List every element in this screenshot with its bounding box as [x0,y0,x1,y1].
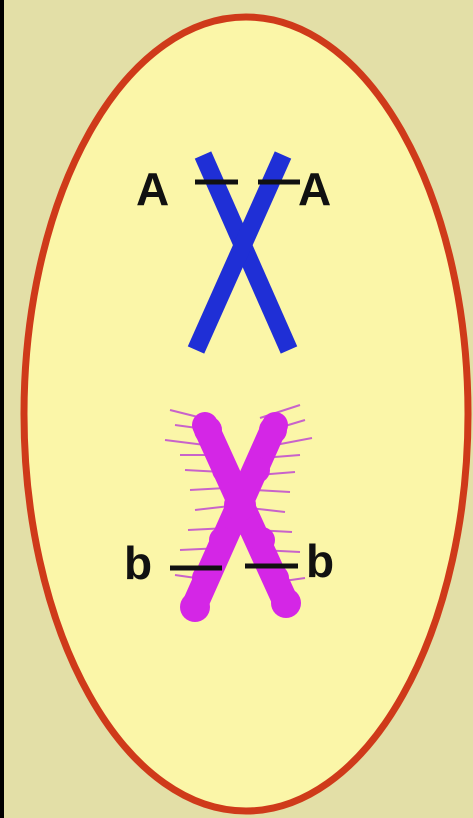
allele-label-b-right: b [306,538,334,584]
allele-label-A-left: A [136,166,169,212]
allele-label-b-left: b [124,540,152,586]
cell-membrane [24,17,468,811]
allele-label-A-right: A [298,166,331,212]
